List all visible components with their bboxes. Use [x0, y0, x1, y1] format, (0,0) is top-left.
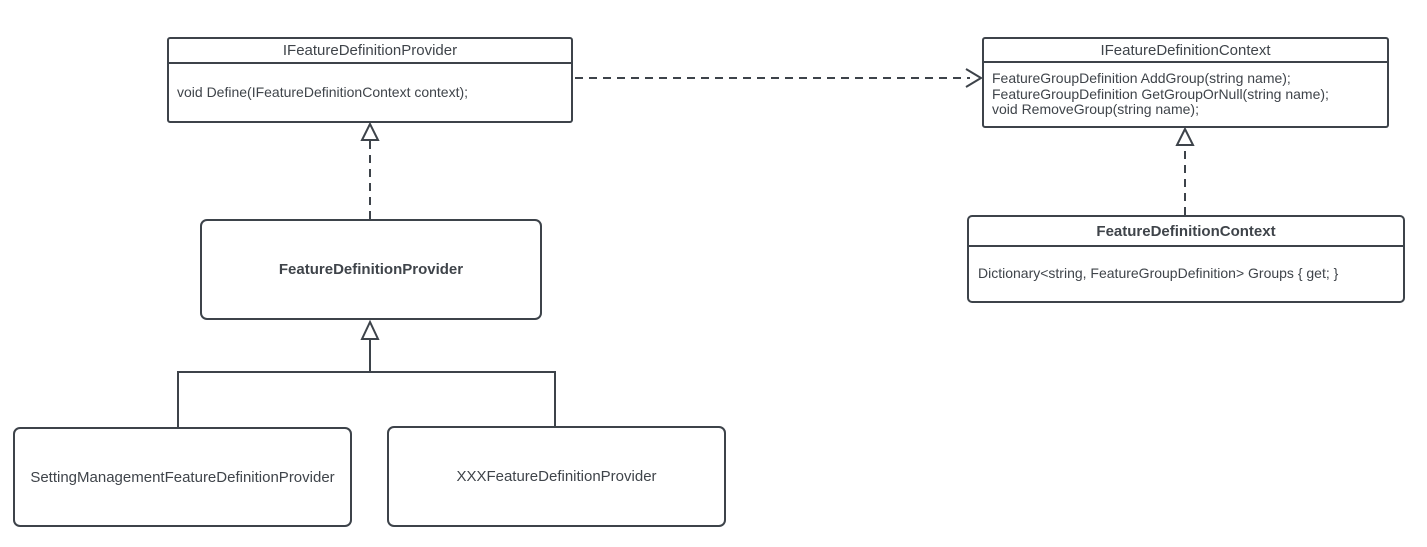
dependency-arrow-provider-to-context — [575, 68, 983, 88]
inheritance-connector-tree — [177, 319, 556, 427]
open-arrowhead-icon — [965, 68, 983, 88]
member-line: Dictionary<string, FeatureGroupDefinitio… — [978, 265, 1339, 282]
class-title: IFeatureDefinitionProvider — [169, 39, 571, 64]
realization-arrow-provider — [360, 121, 380, 219]
class-box-ifeaturedefinitioncontext: IFeatureDefinitionContext FeatureGroupDe… — [982, 37, 1389, 128]
member-line: void RemoveGroup(string name); — [992, 101, 1199, 118]
class-title: FeatureDefinitionContext — [969, 217, 1403, 247]
class-title: FeatureDefinitionProvider — [278, 261, 464, 278]
class-title: IFeatureDefinitionContext — [984, 39, 1387, 63]
class-members: void Define(IFeatureDefinitionContext co… — [169, 64, 571, 121]
member-line: FeatureGroupDefinition GetGroupOrNull(st… — [992, 85, 1329, 102]
class-box-settingmanagementfeaturedefinitionprovider: SettingManagementFeatureDefinitionProvid… — [13, 427, 352, 527]
hollow-triangle-icon — [360, 121, 380, 141]
class-box-xxxfeaturedefinitionprovider: XXXFeatureDefinitionProvider — [387, 426, 726, 527]
member-line: void Define(IFeatureDefinitionContext co… — [177, 83, 469, 100]
class-box-ifeaturedefinitionprovider: IFeatureDefinitionProvider void Define(I… — [167, 37, 573, 123]
member-line: FeatureGroupDefinition AddGroup(string n… — [992, 70, 1291, 87]
class-members: FeatureGroupDefinition AddGroup(string n… — [984, 63, 1387, 126]
hollow-triangle-icon — [360, 319, 380, 340]
realization-arrow-context — [1175, 126, 1195, 215]
class-box-featuredefinitionprovider: FeatureDefinitionProvider — [200, 219, 542, 320]
class-box-featuredefinitioncontext: FeatureDefinitionContext Dictionary<stri… — [967, 215, 1405, 303]
hollow-triangle-icon — [1175, 126, 1195, 146]
class-title: SettingManagementFeatureDefinitionProvid… — [30, 468, 335, 486]
class-title: XXXFeatureDefinitionProvider — [456, 468, 657, 485]
class-members: Dictionary<string, FeatureGroupDefinitio… — [969, 247, 1403, 301]
